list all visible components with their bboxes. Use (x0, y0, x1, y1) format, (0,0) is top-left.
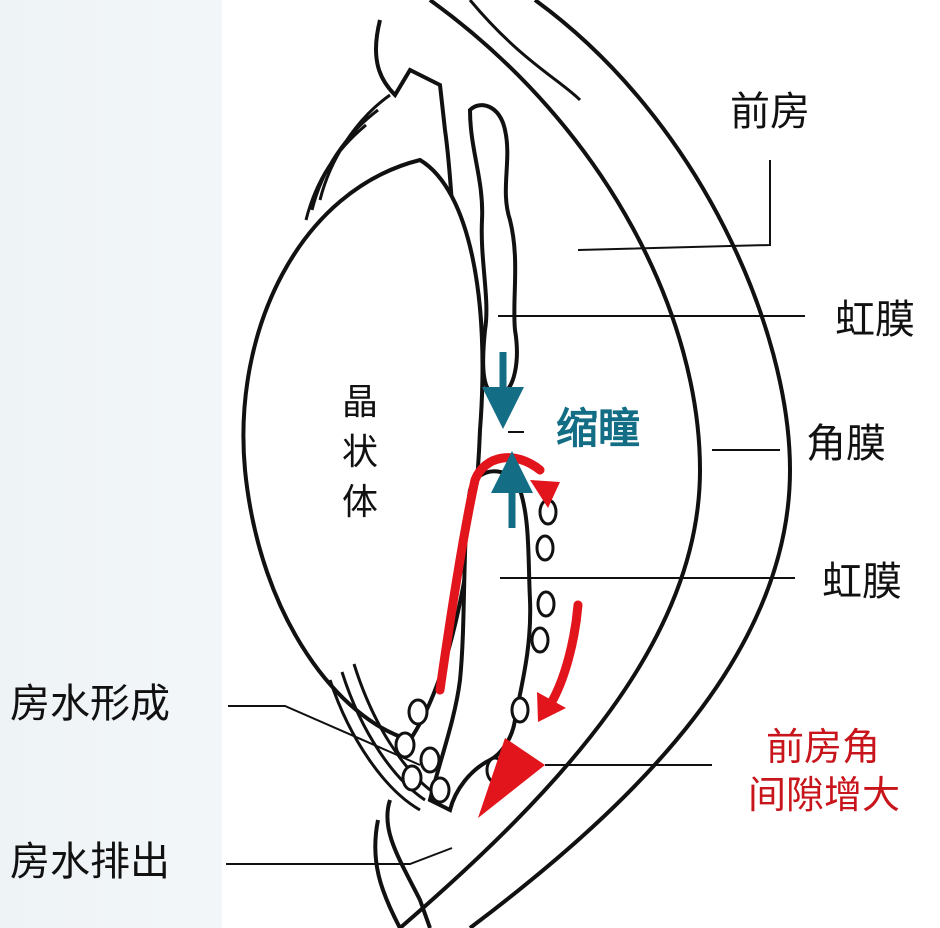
flow-path-down-1 (550, 605, 578, 705)
label-cornea: 角膜 (806, 424, 886, 464)
label-miosis: 缩瞳 (556, 408, 640, 450)
leader-anterior-chamber (578, 160, 770, 250)
label-anterior-chamber: 前房 (730, 92, 810, 132)
cornea-outer-line (470, 0, 790, 928)
label-angle-line1: 前房角 (766, 728, 880, 766)
label-angle-line2: 间隙增大 (748, 776, 900, 814)
label-lens-char-3: 体 (340, 478, 380, 528)
sclera-line (470, 0, 580, 100)
leader-aqueous-outflow (226, 848, 452, 864)
label-lens-char-1: 晶 (340, 378, 380, 428)
label-iris-top: 虹膜 (835, 300, 915, 340)
label-aqueous-outflow: 房水排出 (10, 842, 170, 882)
label-aqueous-formation: 房水形成 (10, 684, 170, 724)
label-iris-bottom: 虹膜 (822, 562, 902, 602)
label-lens-char-2: 状 (340, 428, 380, 478)
label-lens: 晶 状 体 (340, 378, 380, 528)
